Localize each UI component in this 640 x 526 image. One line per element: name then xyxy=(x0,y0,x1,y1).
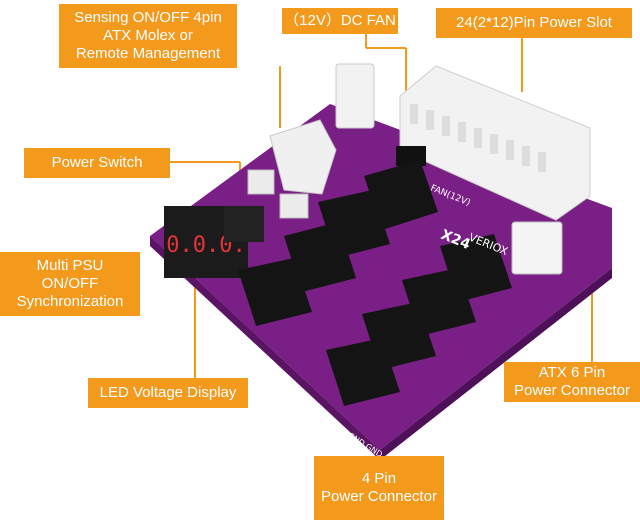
label-pin4: 4 Pin Power Connector xyxy=(314,456,444,520)
label-dc-fan-text: （12V）DC FAN xyxy=(284,12,396,29)
label-atx6-line-1: ATX 6 Pin xyxy=(538,364,606,381)
label-power-slot: 24(2*12)Pin Power Slot xyxy=(436,8,632,38)
top-molex-connector xyxy=(335,63,375,129)
label-multi-psu: Multi PSU ON/OFF Synchronization xyxy=(0,252,140,316)
label-power-switch-text: Power Switch xyxy=(51,154,143,171)
label-atx6-line-2: Power Connector xyxy=(514,382,630,399)
label-power-slot-text: 24(2*12)Pin Power Slot xyxy=(456,14,612,31)
atx-6pin-connector xyxy=(511,221,563,275)
label-multi-psu-line-3: Synchronization xyxy=(16,293,124,310)
label-led-display-text: LED Voltage Display xyxy=(99,384,237,401)
label-pin4-line-1: 4 Pin xyxy=(361,470,397,487)
power-switch-connector xyxy=(247,169,275,195)
label-dc-fan: （12V）DC FAN xyxy=(282,8,398,34)
label-pin4-line-2: Power Connector xyxy=(321,488,437,505)
pin4-connectors xyxy=(238,160,512,406)
sync-connector xyxy=(279,193,309,219)
label-multi-psu-line-2: ON/OFF xyxy=(41,275,99,292)
label-sensing-line-1: Sensing ON/OFF 4pin xyxy=(74,9,222,26)
label-multi-psu-line-1: Multi PSU xyxy=(36,257,104,274)
label-led-display: LED Voltage Display xyxy=(88,378,248,408)
label-sensing-line-3: Remote Management xyxy=(75,45,221,62)
label-sensing-line-2: ATX Molex or xyxy=(103,27,193,44)
label-atx6: ATX 6 Pin Power Connector xyxy=(504,362,640,402)
label-power-switch: Power Switch xyxy=(24,148,170,178)
label-sensing: Sensing ON/OFF 4pin ATX Molex or Remote … xyxy=(59,4,237,68)
molex-sense-connector xyxy=(269,119,337,195)
